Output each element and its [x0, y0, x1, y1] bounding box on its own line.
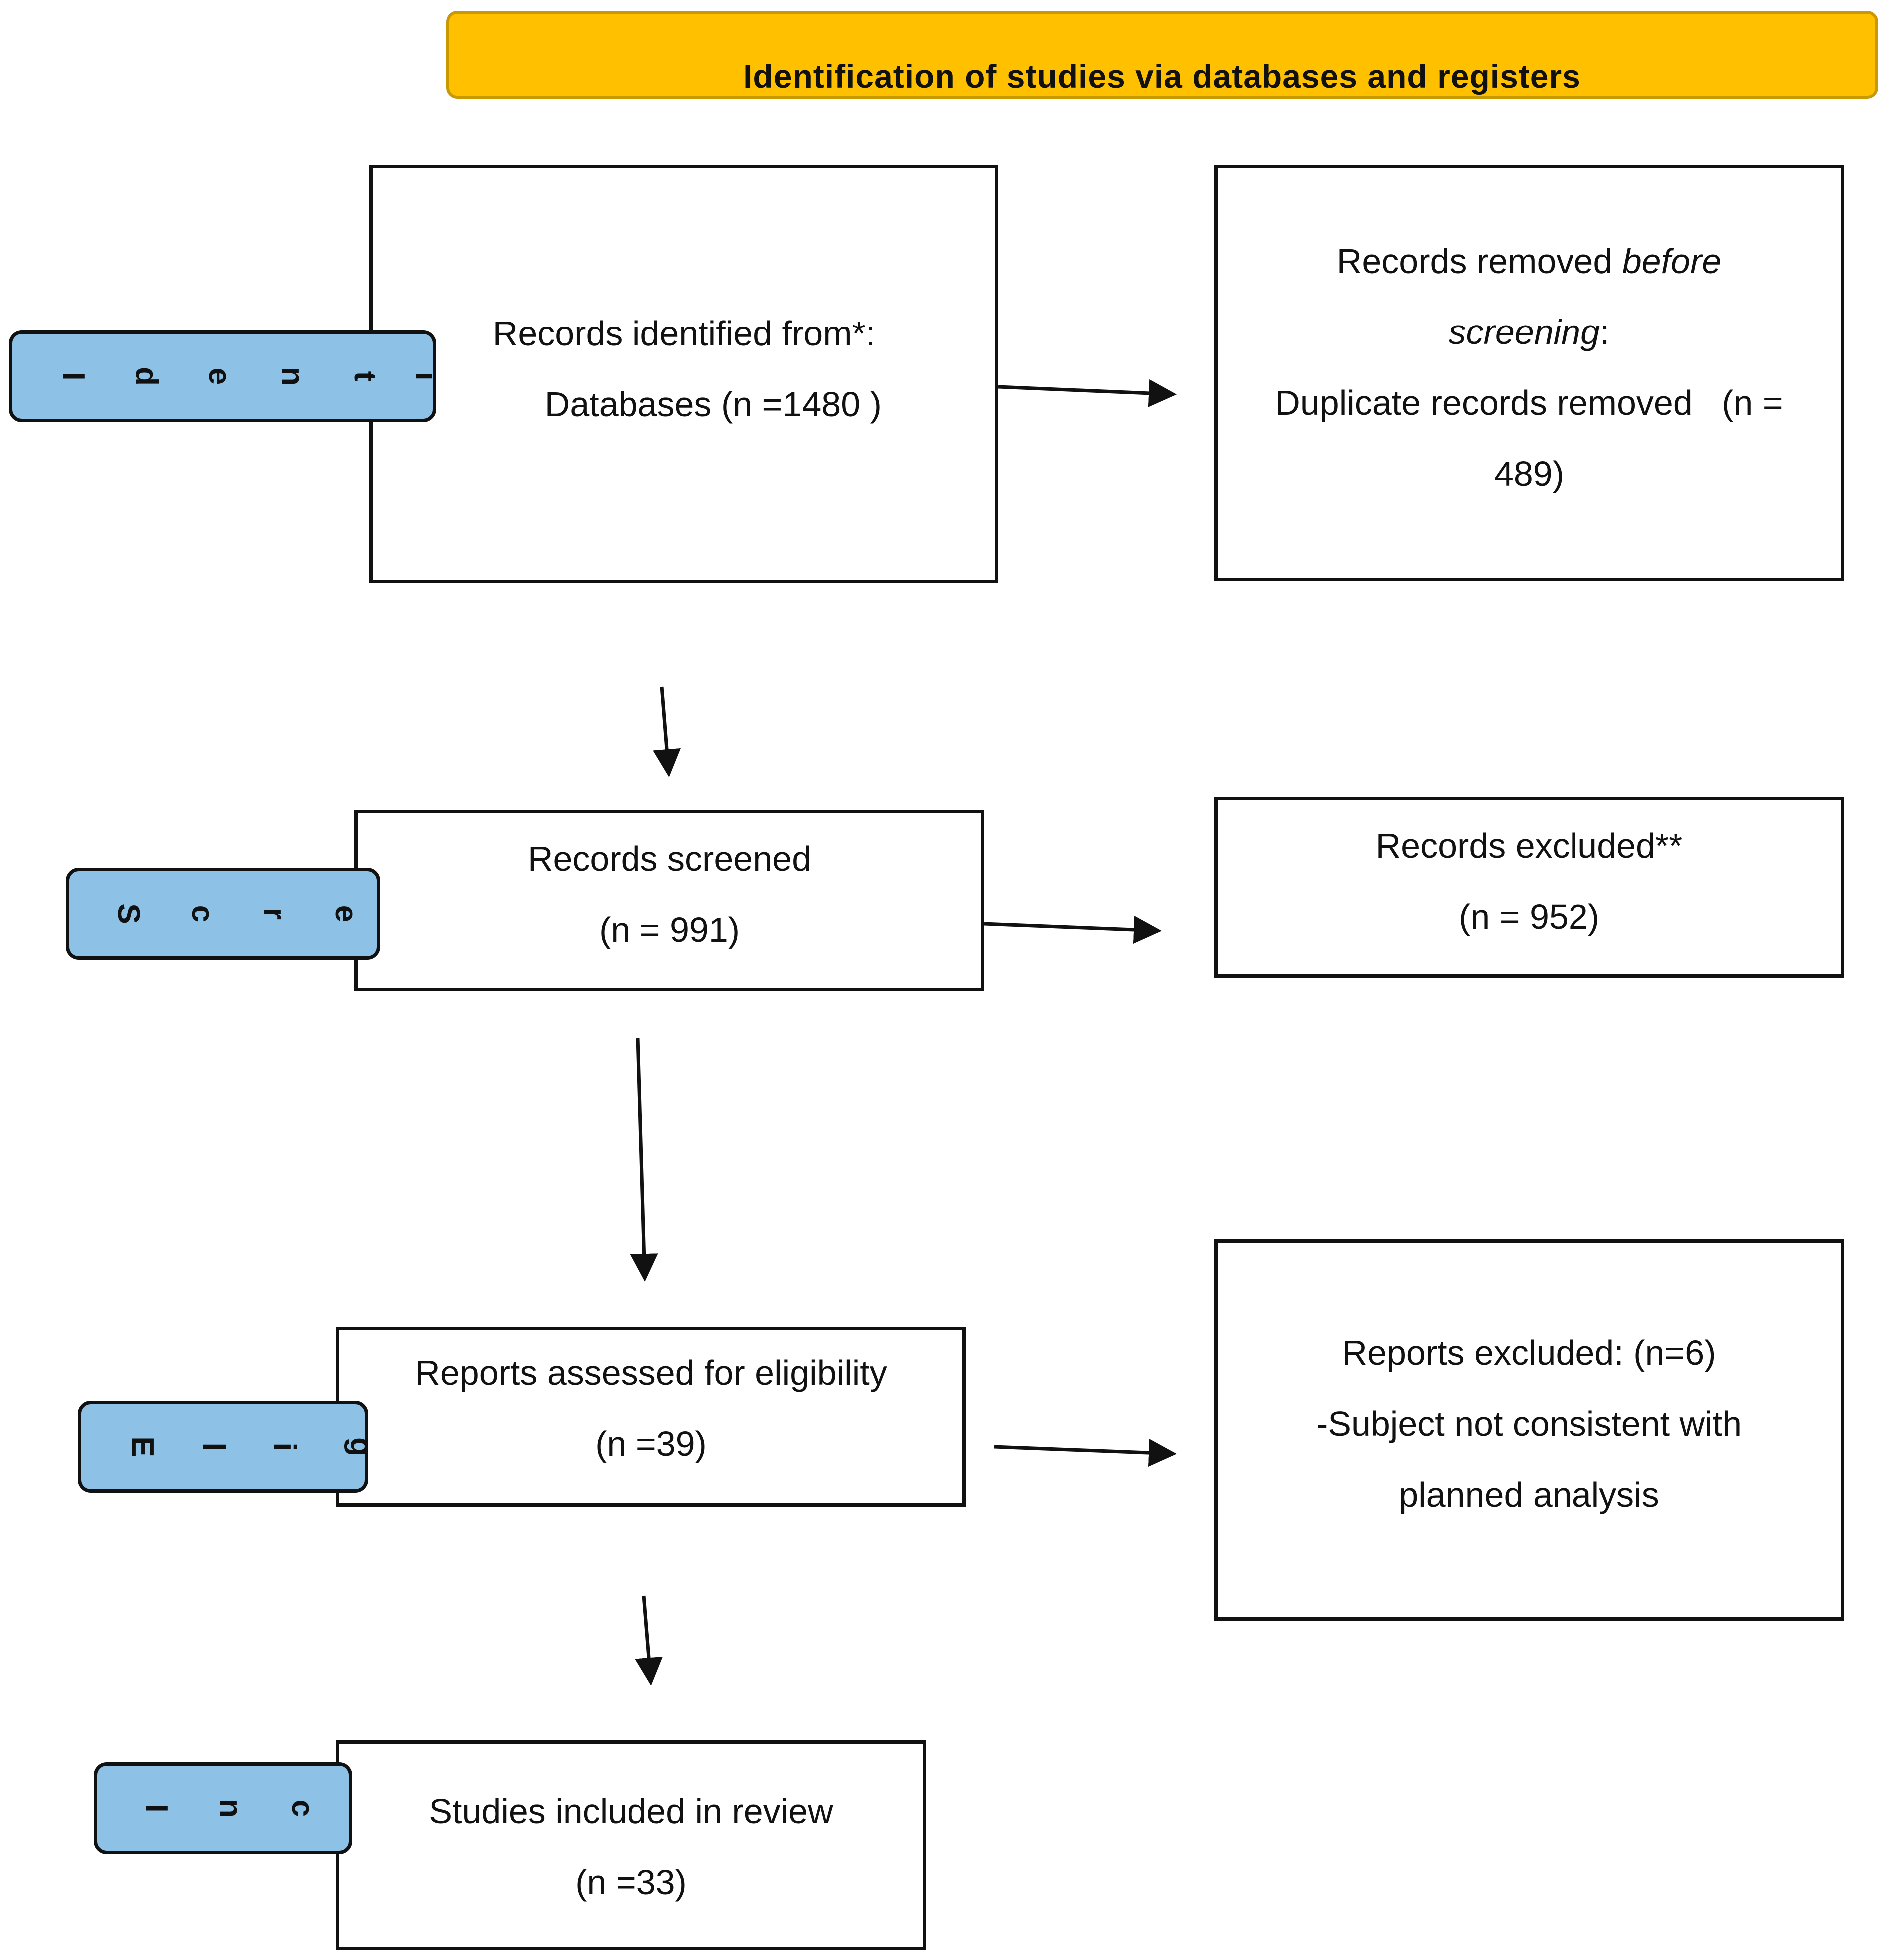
studies-included-box: Studies included in review (n =33) — [336, 1740, 926, 1950]
screening-side-tab: S c r e — [66, 868, 380, 960]
reports-excluded-label: Reports excluded: (n=6) — [1342, 1333, 1716, 1372]
reports-excluded-reason: -Subject not consistent with — [1316, 1404, 1742, 1443]
included-side-tab: I n c — [94, 1762, 352, 1854]
studies-included-label: Studies included in review — [429, 1792, 833, 1831]
arrow-assessed-to-reports-excluded — [994, 1439, 1177, 1467]
records-identified-count: Databases (n =1480 ) — [486, 385, 882, 424]
arrow-screened-to-assessed — [630, 1038, 658, 1282]
arrow-assessed-to-included — [635, 1595, 663, 1686]
reports-assessed-label: Reports assessed for eligibility — [415, 1353, 887, 1392]
records-excluded-box: Records excluded** (n = 952) — [1214, 797, 1844, 978]
header-title: Identification of studies via databases … — [743, 58, 1581, 95]
removed-line2-italic: screening — [1448, 313, 1600, 351]
removed-line1-plain: Records removed — [1336, 242, 1622, 281]
arrow-identified-to-screened — [653, 686, 681, 777]
reports-assessed-count: (n =39) — [595, 1424, 707, 1463]
arrow-screened-to-excluded — [984, 916, 1162, 944]
records-removed-box: Records removed before screening: Duplic… — [1214, 165, 1844, 581]
records-identified-label: Records identified from*: — [492, 314, 876, 353]
removed-line1-italic: before — [1622, 242, 1722, 281]
records-screened-count: (n = 991) — [599, 910, 740, 949]
removed-count: 489) — [1494, 454, 1565, 493]
records-excluded-label: Records excluded** — [1375, 826, 1683, 865]
reports-excluded-reason-cont: planned analysis — [1399, 1475, 1659, 1514]
records-screened-box: Records screened (n = 991) — [354, 810, 984, 991]
reports-assessed-box: Reports assessed for eligibility (n =39) — [336, 1327, 966, 1507]
records-excluded-count: (n = 952) — [1458, 897, 1600, 936]
removed-line-2: screening: — [1218, 297, 1841, 367]
identification-side-tab: I d e n t i — [9, 330, 436, 422]
identification-header: Identification of studies via databases … — [446, 11, 1878, 99]
reports-excluded-box: Reports excluded: (n=6) -Subject not con… — [1214, 1239, 1844, 1621]
eligibility-side-tab: E l i g — [78, 1401, 368, 1493]
removed-line2-plain: : — [1600, 313, 1610, 351]
arrow-identified-to-removed — [998, 379, 1177, 407]
studies-included-count: (n =33) — [575, 1863, 687, 1902]
records-screened-label: Records screened — [527, 839, 812, 878]
removed-line-1: Records removed before — [1218, 226, 1841, 297]
removed-duplicates: Duplicate records removed (n = — [1275, 383, 1783, 422]
records-identified-box: Records identified from*: Databases (n =… — [369, 165, 998, 583]
